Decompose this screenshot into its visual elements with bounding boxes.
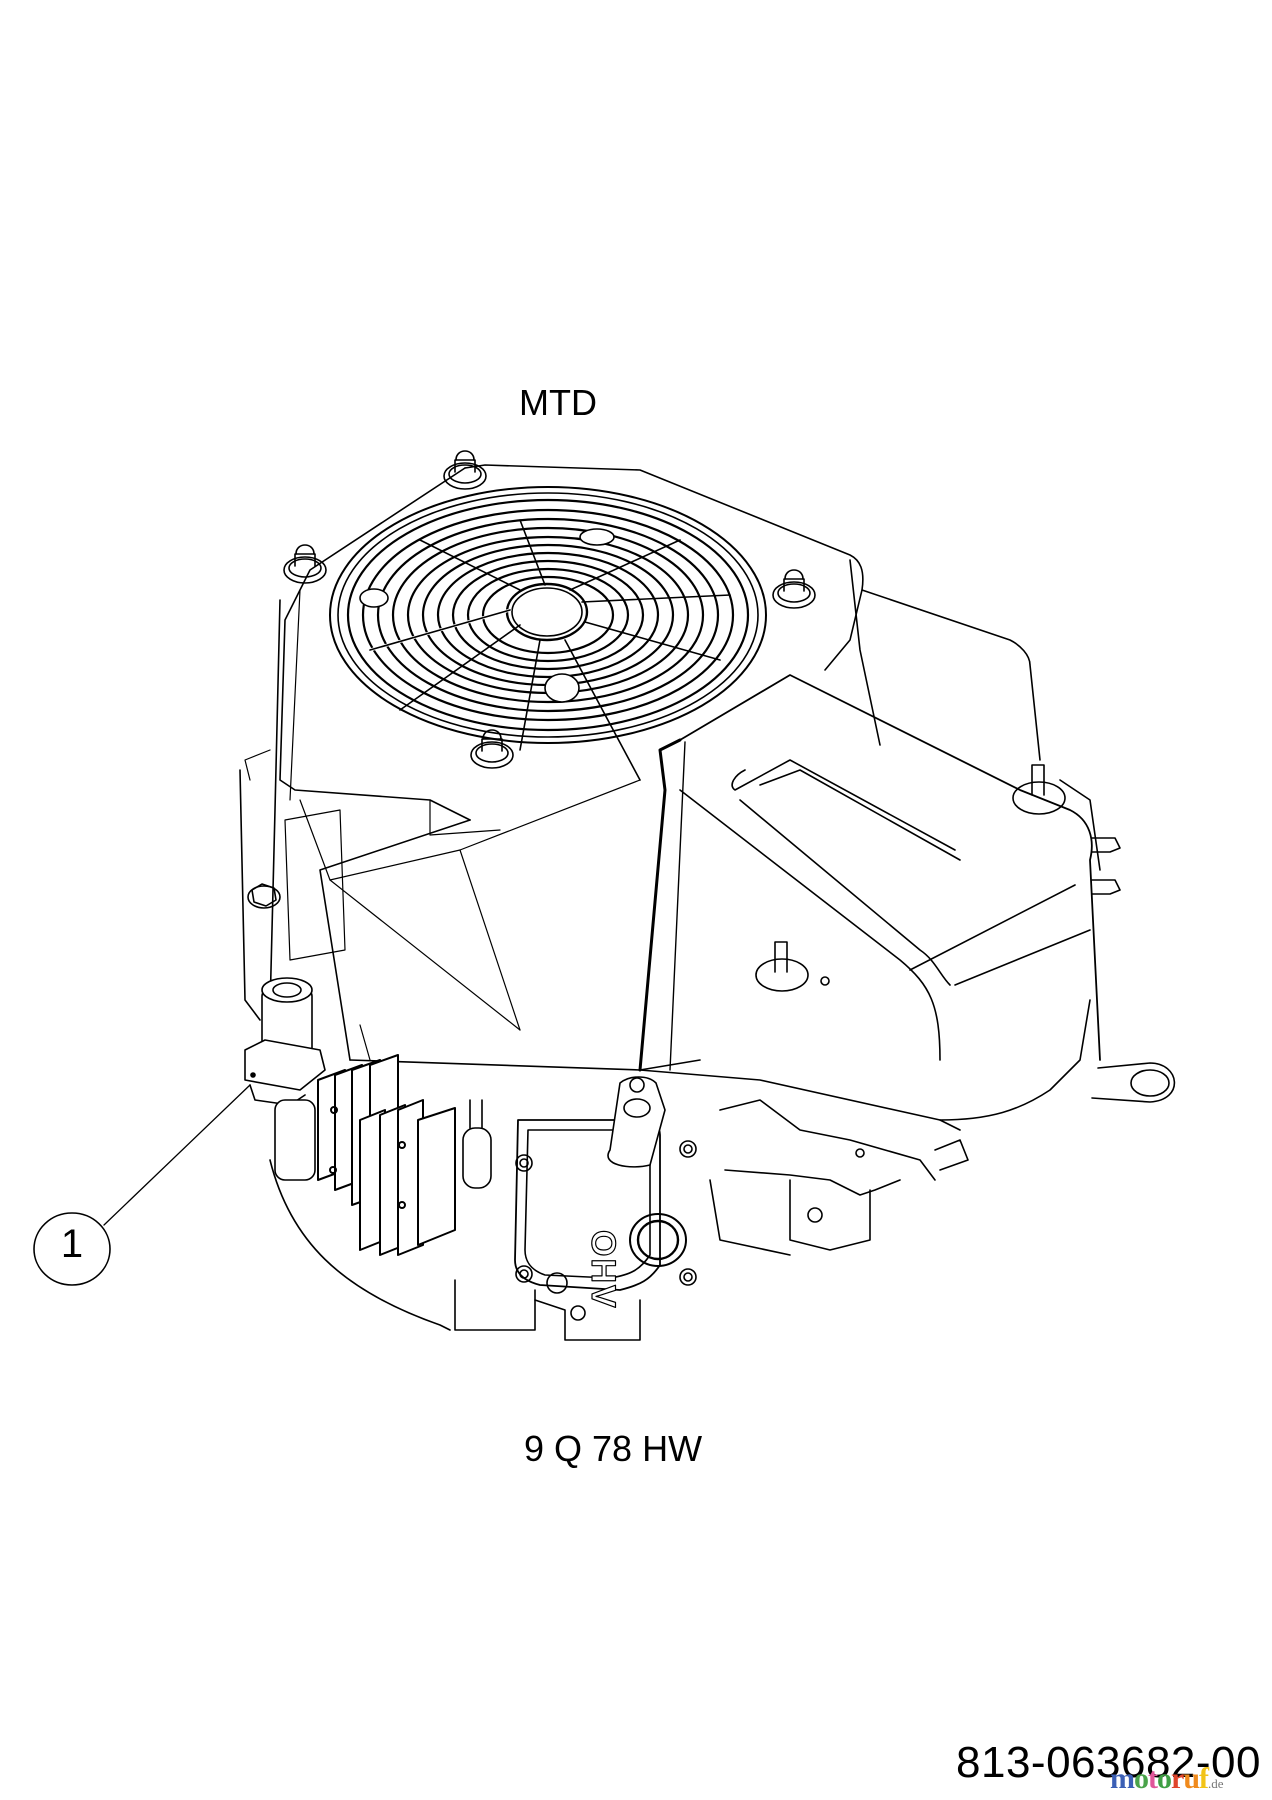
- housing-bolt-left: [247, 883, 281, 909]
- watermark-letter: r: [1171, 1762, 1184, 1795]
- watermark-letter: u: [1183, 1762, 1200, 1795]
- model-label: 9 Q 78 HW: [524, 1428, 703, 1469]
- crankcase: [269, 1159, 641, 1341]
- throttle-bracket: [709, 1099, 969, 1256]
- part-number: 813-063682-00: [956, 1738, 1261, 1787]
- watermark-suffix: .de: [1208, 1776, 1224, 1791]
- oil-fill-cap-center: [755, 941, 830, 992]
- callout-1: [33, 1084, 251, 1286]
- fan-grille: [329, 486, 767, 781]
- ohv-marking: OHV: [584, 1230, 622, 1310]
- starter-motor: [244, 977, 326, 1181]
- oil-fill-cap-right: [1012, 764, 1066, 815]
- valve-cover: OHV: [514, 1076, 697, 1310]
- bolt-left: [283, 544, 327, 584]
- brand-label: MTD: [519, 382, 597, 423]
- watermark: motoruf.de: [1110, 1762, 1224, 1796]
- fuel-filter: [462, 1099, 492, 1189]
- callout-number[interactable]: 1: [60, 1222, 84, 1266]
- watermark-letter: t: [1148, 1762, 1158, 1795]
- air-cleaner-cover: [638, 559, 1176, 1131]
- shroud-bolts: [283, 450, 816, 769]
- bolt-bottom: [470, 729, 514, 769]
- watermark-letter: o: [1134, 1762, 1149, 1795]
- watermark-letter: o: [1157, 1762, 1172, 1795]
- lifting-tab: [1091, 1062, 1176, 1103]
- blower-housing: [239, 464, 864, 1071]
- watermark-letter: m: [1110, 1762, 1135, 1795]
- bolt-right: [772, 569, 816, 609]
- cooling-fins: [317, 1054, 456, 1256]
- callout-circle: [33, 1212, 111, 1286]
- watermark-letter: f: [1199, 1762, 1209, 1795]
- bolt-top: [443, 450, 487, 490]
